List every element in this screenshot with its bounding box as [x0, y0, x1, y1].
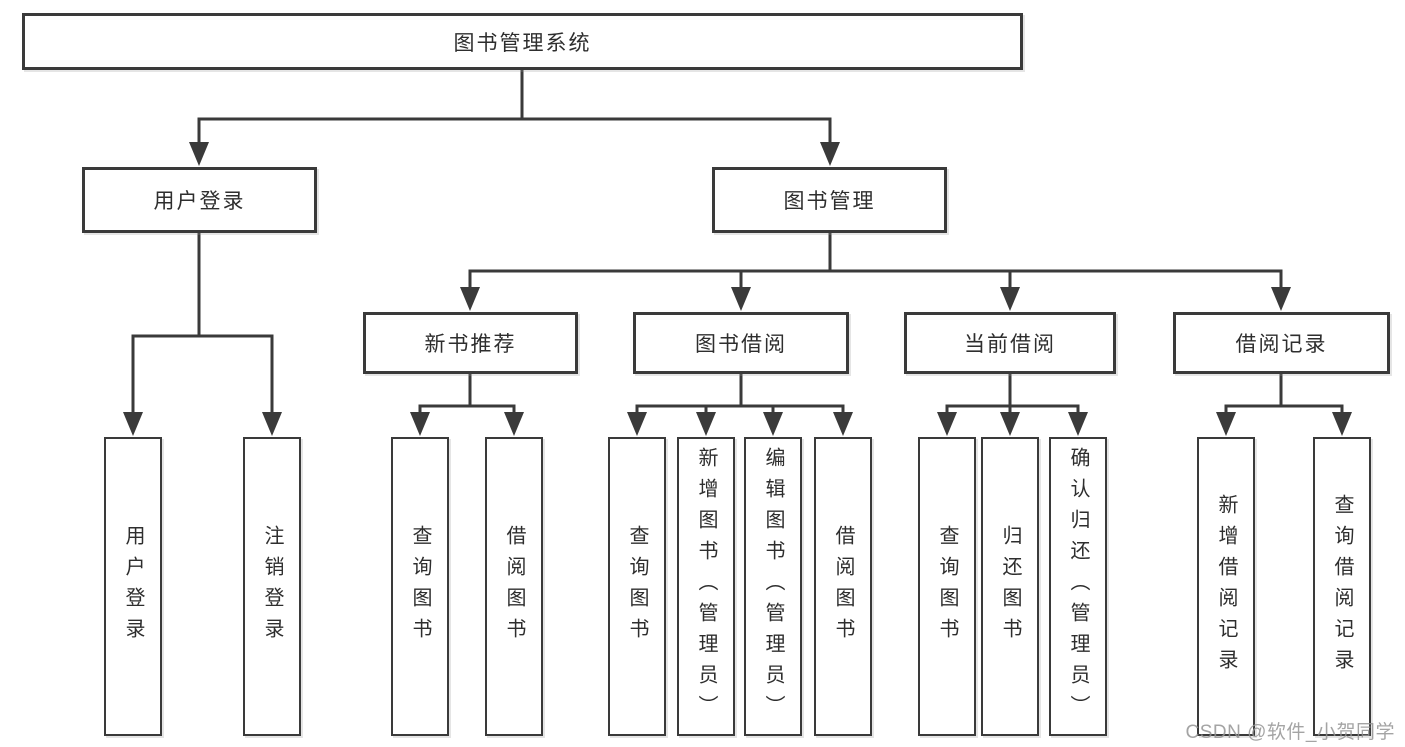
arrowhead-leaf-cb-confirm	[1068, 412, 1088, 436]
arrowhead-leaf-bb-query	[627, 412, 647, 436]
arrowhead-leaf-rec-query	[410, 412, 430, 436]
connector-bookborrow-split	[635, 404, 845, 416]
arrowhead-leaf-bb-add	[696, 412, 716, 436]
arrowhead-book-mgmt	[820, 142, 840, 166]
node-book-management: 图书管理	[712, 167, 947, 233]
node-book-borrow: 图书借阅	[633, 312, 849, 374]
leaf-borrow-edit-book-label: 编辑图书（管理员）	[762, 447, 784, 726]
arrowhead-user-login	[189, 142, 209, 166]
leaf-borrow-edit-book: 编辑图书（管理员）	[744, 437, 802, 736]
arrowhead-leaf-cb-return	[1000, 412, 1020, 436]
leaf-logout-label: 注销登录	[261, 524, 283, 649]
arrowhead-leaf-user-login	[123, 412, 143, 436]
node-new-book-recommend: 新书推荐	[363, 312, 578, 374]
node-current-borrow-label: 当前借阅	[964, 333, 1056, 356]
leaf-current-confirm-return-label: 确认归还（管理员）	[1067, 447, 1089, 726]
leaf-borrow-query-book-label: 查询图书	[626, 524, 648, 649]
leaf-records-add-record-label: 新增借阅记录	[1215, 493, 1237, 680]
leaf-borrow-borrow-book: 借阅图书	[814, 437, 872, 736]
node-borrow-records: 借阅记录	[1173, 312, 1390, 374]
connector-userlogin-split	[131, 334, 274, 416]
arrowhead-leaf-br-query	[1332, 412, 1352, 436]
node-library-system: 图书管理系统	[22, 13, 1023, 70]
leaf-recommend-borrow-book: 借阅图书	[485, 437, 543, 736]
connector-newbookrec-split	[418, 404, 516, 416]
node-user-login: 用户登录	[82, 167, 317, 233]
node-current-borrow: 当前借阅	[904, 312, 1116, 374]
connector-level2-split	[197, 117, 832, 149]
leaf-records-query-record: 查询借阅记录	[1313, 437, 1371, 736]
leaf-borrow-borrow-book-label: 借阅图书	[832, 524, 854, 649]
leaf-current-return-book: 归还图书	[981, 437, 1039, 736]
node-new-book-recommend-label: 新书推荐	[424, 333, 517, 356]
node-user-login-label: 用户登录	[153, 190, 246, 213]
arrowheads	[123, 142, 1352, 436]
arrowhead-book-borrow	[731, 287, 751, 311]
leaf-current-query-book-label: 查询图书	[936, 524, 958, 649]
arrowhead-leaf-cb-query	[937, 412, 957, 436]
connector-currentborrow-split	[945, 404, 1080, 416]
arrowhead-current-borrow	[1000, 287, 1020, 311]
leaf-current-confirm-return: 确认归还（管理员）	[1049, 437, 1107, 736]
arrowhead-leaf-rec-borrow	[504, 412, 524, 436]
leaf-recommend-query-book-label: 查询图书	[409, 524, 431, 649]
watermark-text: CSDN @软件_小贺同学	[1185, 722, 1395, 743]
leaf-user-login-label: 用户登录	[122, 524, 144, 649]
leaf-records-add-record: 新增借阅记录	[1197, 437, 1255, 736]
node-borrow-records-label: 借阅记录	[1235, 333, 1328, 356]
leaf-recommend-query-book: 查询图书	[391, 437, 449, 736]
node-book-management-label: 图书管理	[783, 190, 876, 213]
arrowhead-leaf-logout	[262, 412, 282, 436]
leaf-borrow-query-book: 查询图书	[608, 437, 666, 736]
connector-records-split	[1224, 404, 1344, 416]
leaf-user-login: 用户登录	[104, 437, 162, 736]
connector-level3-split	[468, 269, 1283, 290]
arrowhead-leaf-bb-borrow	[833, 412, 853, 436]
node-book-borrow-label: 图书借阅	[695, 333, 787, 356]
arrowhead-leaf-br-add	[1216, 412, 1236, 436]
leaf-current-return-book-label: 归还图书	[999, 524, 1021, 649]
arrowhead-new-book-rec	[460, 287, 480, 311]
node-library-system-label: 图书管理系统	[453, 31, 592, 55]
leaf-records-query-record-label: 查询借阅记录	[1331, 493, 1353, 680]
leaf-logout: 注销登录	[243, 437, 301, 736]
leaf-recommend-borrow-book-label: 借阅图书	[503, 524, 525, 649]
arrowhead-borrow-records	[1271, 287, 1291, 311]
leaf-borrow-add-book: 新增图书（管理员）	[677, 437, 735, 736]
leaf-borrow-add-book-label: 新增图书（管理员）	[695, 447, 717, 726]
leaf-current-query-book: 查询图书	[918, 437, 976, 736]
arrowhead-leaf-bb-edit	[763, 412, 783, 436]
